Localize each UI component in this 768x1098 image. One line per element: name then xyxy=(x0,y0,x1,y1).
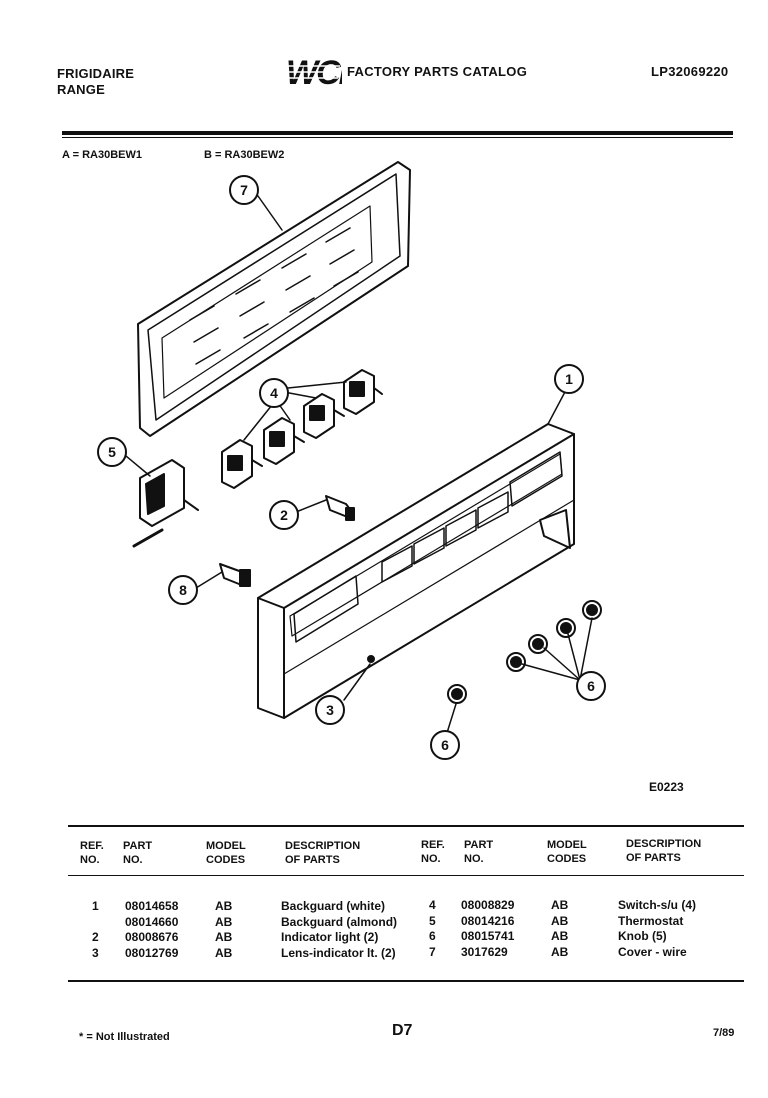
table-rule-bottom xyxy=(68,980,744,982)
cell-part: 08014660 xyxy=(125,914,179,929)
cell-ref: 3 xyxy=(92,945,99,960)
header-ref-right: REF. NO. xyxy=(421,839,445,865)
catalog-date: 7/89 xyxy=(713,1027,735,1039)
cell-model: AB xyxy=(551,929,569,943)
cell-ref: 6 xyxy=(429,929,436,943)
brand-name: FRIGIDAIRE xyxy=(57,66,135,81)
cell-desc: Thermostat xyxy=(618,913,684,928)
model-b: B = RA30BEW2 xyxy=(204,149,285,161)
cell-part: 08012769 xyxy=(125,945,179,960)
wire-cover-panel xyxy=(137,161,411,437)
cell-desc: Cover - wire xyxy=(618,944,687,959)
cell-model: AB xyxy=(215,899,233,913)
cell-part: 08014658 xyxy=(125,899,179,913)
cell-desc: Backguard (almond) xyxy=(281,914,398,929)
callout-number: 7 xyxy=(240,182,248,198)
cell-ref: 2 xyxy=(92,930,99,944)
table-rule-header xyxy=(68,875,744,876)
exploded-parts-diagram: 7 4 5 1 2 8 3 6 6 xyxy=(97,161,606,760)
catalog-number: LP32069220 xyxy=(651,64,729,79)
cell-model: AB xyxy=(215,914,233,929)
indicator-light-alt xyxy=(219,563,251,587)
header-rule xyxy=(62,131,733,135)
brand-block: FRIGIDAIRE RANGE xyxy=(57,66,134,98)
cell-ref: 4 xyxy=(429,898,436,912)
cell-model: AB xyxy=(551,913,569,928)
callout-number: 5 xyxy=(108,444,116,460)
indicator-light xyxy=(325,495,355,521)
cell-part: 08014216 xyxy=(461,913,515,928)
table-rule-top xyxy=(68,825,744,827)
callout-number: 8 xyxy=(179,582,187,598)
callout-number: 4 xyxy=(270,385,278,401)
cell-part: 08015741 xyxy=(461,929,515,943)
thermostat xyxy=(132,459,199,548)
cell-model: AB xyxy=(551,898,569,912)
cell-part: 08008829 xyxy=(461,898,515,912)
backguard xyxy=(257,423,575,719)
wci-logo: WCI xyxy=(286,54,342,90)
header-part: PART NO. xyxy=(123,840,153,866)
callout-number: 6 xyxy=(441,737,449,753)
product-type: RANGE xyxy=(57,82,105,97)
cell-model: AB xyxy=(215,930,233,944)
model-a: A = RA30BEW1 xyxy=(62,149,142,161)
lens-indicator xyxy=(367,655,375,663)
cell-desc: Lens-indicator lt. (2) xyxy=(281,945,396,960)
cell-ref: 7 xyxy=(429,944,436,959)
header-desc-right: DESCRIPTION OF PARTS xyxy=(626,838,702,864)
cell-ref: 5 xyxy=(429,913,436,928)
callout-number: 2 xyxy=(280,507,288,523)
callout-number: 3 xyxy=(326,702,334,718)
cell-ref: 1 xyxy=(92,899,99,913)
header-rule-thin xyxy=(62,137,733,138)
cell-model: AB xyxy=(215,945,233,960)
callout-labels xyxy=(97,175,606,760)
header-ref: REF. NO. xyxy=(80,840,104,866)
cell-model: AB xyxy=(551,944,569,959)
catalog-title: FACTORY PARTS CATALOG xyxy=(347,64,528,79)
diagram-code: E0223 xyxy=(649,780,684,794)
switch-group xyxy=(221,369,383,489)
cell-desc: Switch-s/u (4) xyxy=(618,898,697,912)
cell-desc: Knob (5) xyxy=(618,929,667,943)
knob-group xyxy=(447,600,602,704)
header-part-right: PART NO. xyxy=(464,839,494,865)
callout-number: 6 xyxy=(587,678,595,694)
cell-desc: Backguard (white) xyxy=(281,899,386,913)
cell-desc: Indicator light (2) xyxy=(281,930,379,944)
footnote: * = Not Illustrated xyxy=(79,1031,170,1043)
cell-part: 08008676 xyxy=(125,930,179,944)
header-model-right: MODEL CODES xyxy=(547,839,587,865)
cell-part: 3017629 xyxy=(461,944,508,959)
header-desc: DESCRIPTION OF PARTS xyxy=(285,840,361,866)
page-number: D7 xyxy=(392,1022,413,1039)
header-model: MODEL CODES xyxy=(206,840,246,866)
callout-number: 1 xyxy=(565,371,573,387)
